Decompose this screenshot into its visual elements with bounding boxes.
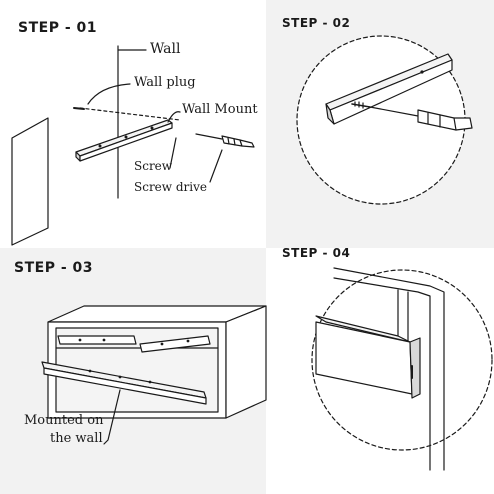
screw-label: Screw xyxy=(134,159,173,173)
wall-plane xyxy=(12,118,48,245)
wall-mount-label: Wall Mount xyxy=(182,102,258,117)
screw-icon xyxy=(352,102,370,108)
step-01-drawing xyxy=(12,46,254,245)
mounted-rail xyxy=(42,362,206,404)
mounted-leader xyxy=(104,390,120,444)
step-02-drawing xyxy=(297,36,472,204)
step-02-title: STEP - 02 xyxy=(282,16,351,30)
wall-mount-leader xyxy=(168,112,180,122)
mounted-label-line2: the wall xyxy=(50,431,103,446)
screwdriver-icon xyxy=(196,134,254,147)
step-04-drawing xyxy=(312,268,492,470)
screw-drive-leader xyxy=(210,150,222,182)
step-02-rail xyxy=(326,54,452,124)
screw-drive-label: Screw drive xyxy=(134,180,208,194)
screw-leader xyxy=(170,138,176,168)
wall-plug-leader xyxy=(88,84,130,104)
step-01-title: STEP - 01 xyxy=(18,20,97,36)
wall-label: Wall xyxy=(150,41,181,57)
step-03-drawing xyxy=(42,306,266,444)
mounted-label-line1: Mounted on xyxy=(24,413,104,428)
wall-plug-icon xyxy=(74,108,84,109)
step-04-rail xyxy=(316,316,420,398)
step-03-title: STEP - 03 xyxy=(14,260,93,276)
step-04-title: STEP - 04 xyxy=(282,246,351,260)
wall-mount-rail xyxy=(76,120,172,161)
screwdriver-detail-icon xyxy=(370,107,472,130)
cabinet xyxy=(48,306,266,418)
cabinet-side xyxy=(226,306,266,418)
wall-plug-label: Wall plug xyxy=(134,75,196,90)
alignment-dashed-line xyxy=(80,108,180,120)
